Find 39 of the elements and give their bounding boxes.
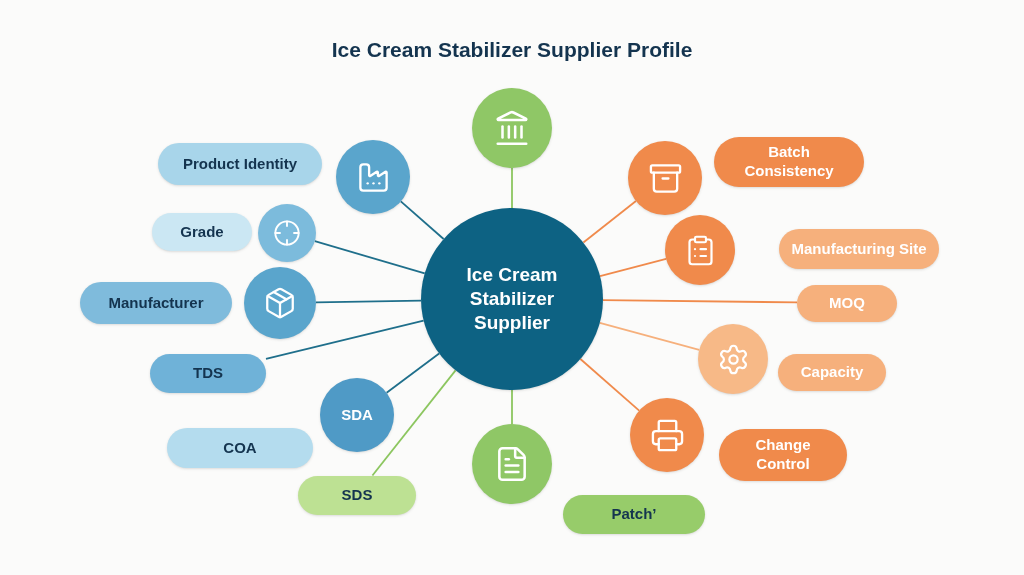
topic-label: Patch’ [610, 504, 658, 524]
diagram-title: Ice Cream Stabilizer Supplier Profile [331, 37, 693, 63]
label-pill [152, 213, 252, 251]
label-pill [80, 282, 232, 324]
label-pill [719, 429, 847, 481]
topic-label: Grade [179, 222, 225, 242]
connector-line [602, 299, 798, 304]
topic-label: Product Identity [181, 154, 299, 174]
connector-line [313, 240, 426, 275]
connector-line [598, 321, 701, 351]
connector-line [399, 200, 445, 240]
topic-label: MOQ [828, 293, 866, 313]
connector-line [371, 369, 457, 477]
topic-label: TDS [192, 363, 224, 383]
label-pill [298, 475, 416, 515]
label-pill [158, 143, 322, 185]
connector-line [582, 200, 637, 244]
topic-label: SDS [340, 485, 374, 505]
topic-label: SDA [340, 405, 374, 425]
topic-label: Change Control [754, 436, 812, 474]
connector-line [265, 319, 425, 360]
topic-label: Manufacturer [107, 293, 205, 313]
label-pill [167, 428, 313, 468]
label-pill [778, 353, 886, 391]
label-pill [797, 284, 897, 322]
connector-line [315, 299, 422, 304]
topic-label: Batch Consistency [743, 143, 835, 181]
connector-line [579, 358, 641, 412]
label-pill [779, 229, 939, 269]
connector-line [511, 167, 513, 209]
topic-label: Capacity [799, 362, 865, 382]
connector-line [511, 389, 513, 425]
label-pill [563, 494, 705, 534]
topic-label: COA [222, 438, 258, 458]
label-pill [150, 353, 266, 393]
topic-label: Manufacturing Site [790, 239, 928, 259]
connector-line [385, 352, 441, 394]
hub-label: Ice Cream Stabilizer Supplier [465, 263, 559, 335]
label-pill [714, 137, 864, 187]
